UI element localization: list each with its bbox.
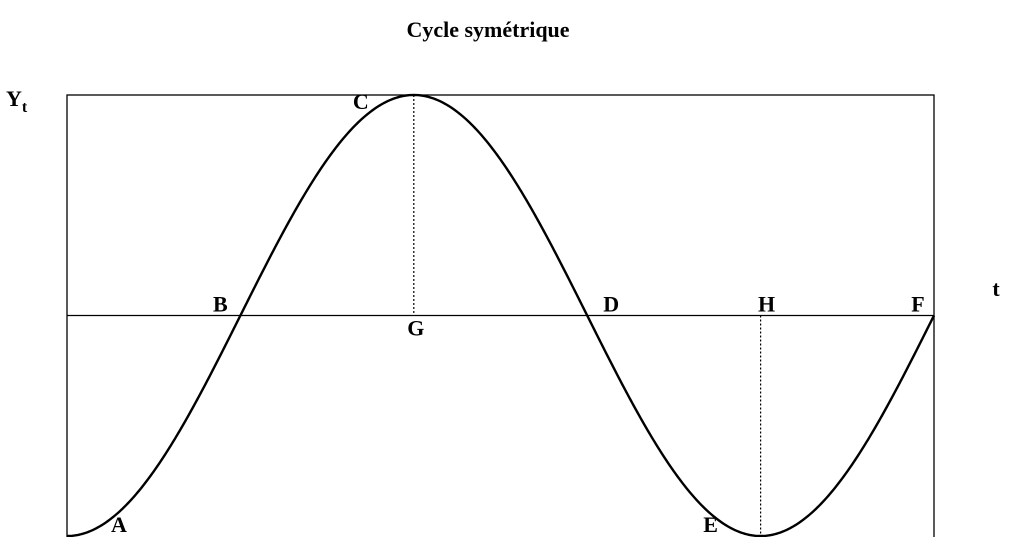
x-axis-label: t [992,276,1000,301]
point-label-B: B [213,292,228,317]
point-label-F: F [911,292,924,317]
series-cycle-curve [66,93,936,537]
point-label-C: C [353,89,369,114]
point-label-G: G [407,316,424,341]
point-label-A: A [111,512,127,537]
reference-lines [413,95,762,536]
y-axis-label-main: Y [6,86,22,111]
point-labels: A B C G D E H F [111,89,925,537]
chart-title: Cycle symétrique [406,17,569,42]
y-axis-label: Yt [6,86,28,116]
point-label-E: E [703,512,718,537]
point-label-H: H [758,292,775,317]
point-label-D: D [603,292,619,317]
y-axis-label-subscript: t [22,99,28,116]
